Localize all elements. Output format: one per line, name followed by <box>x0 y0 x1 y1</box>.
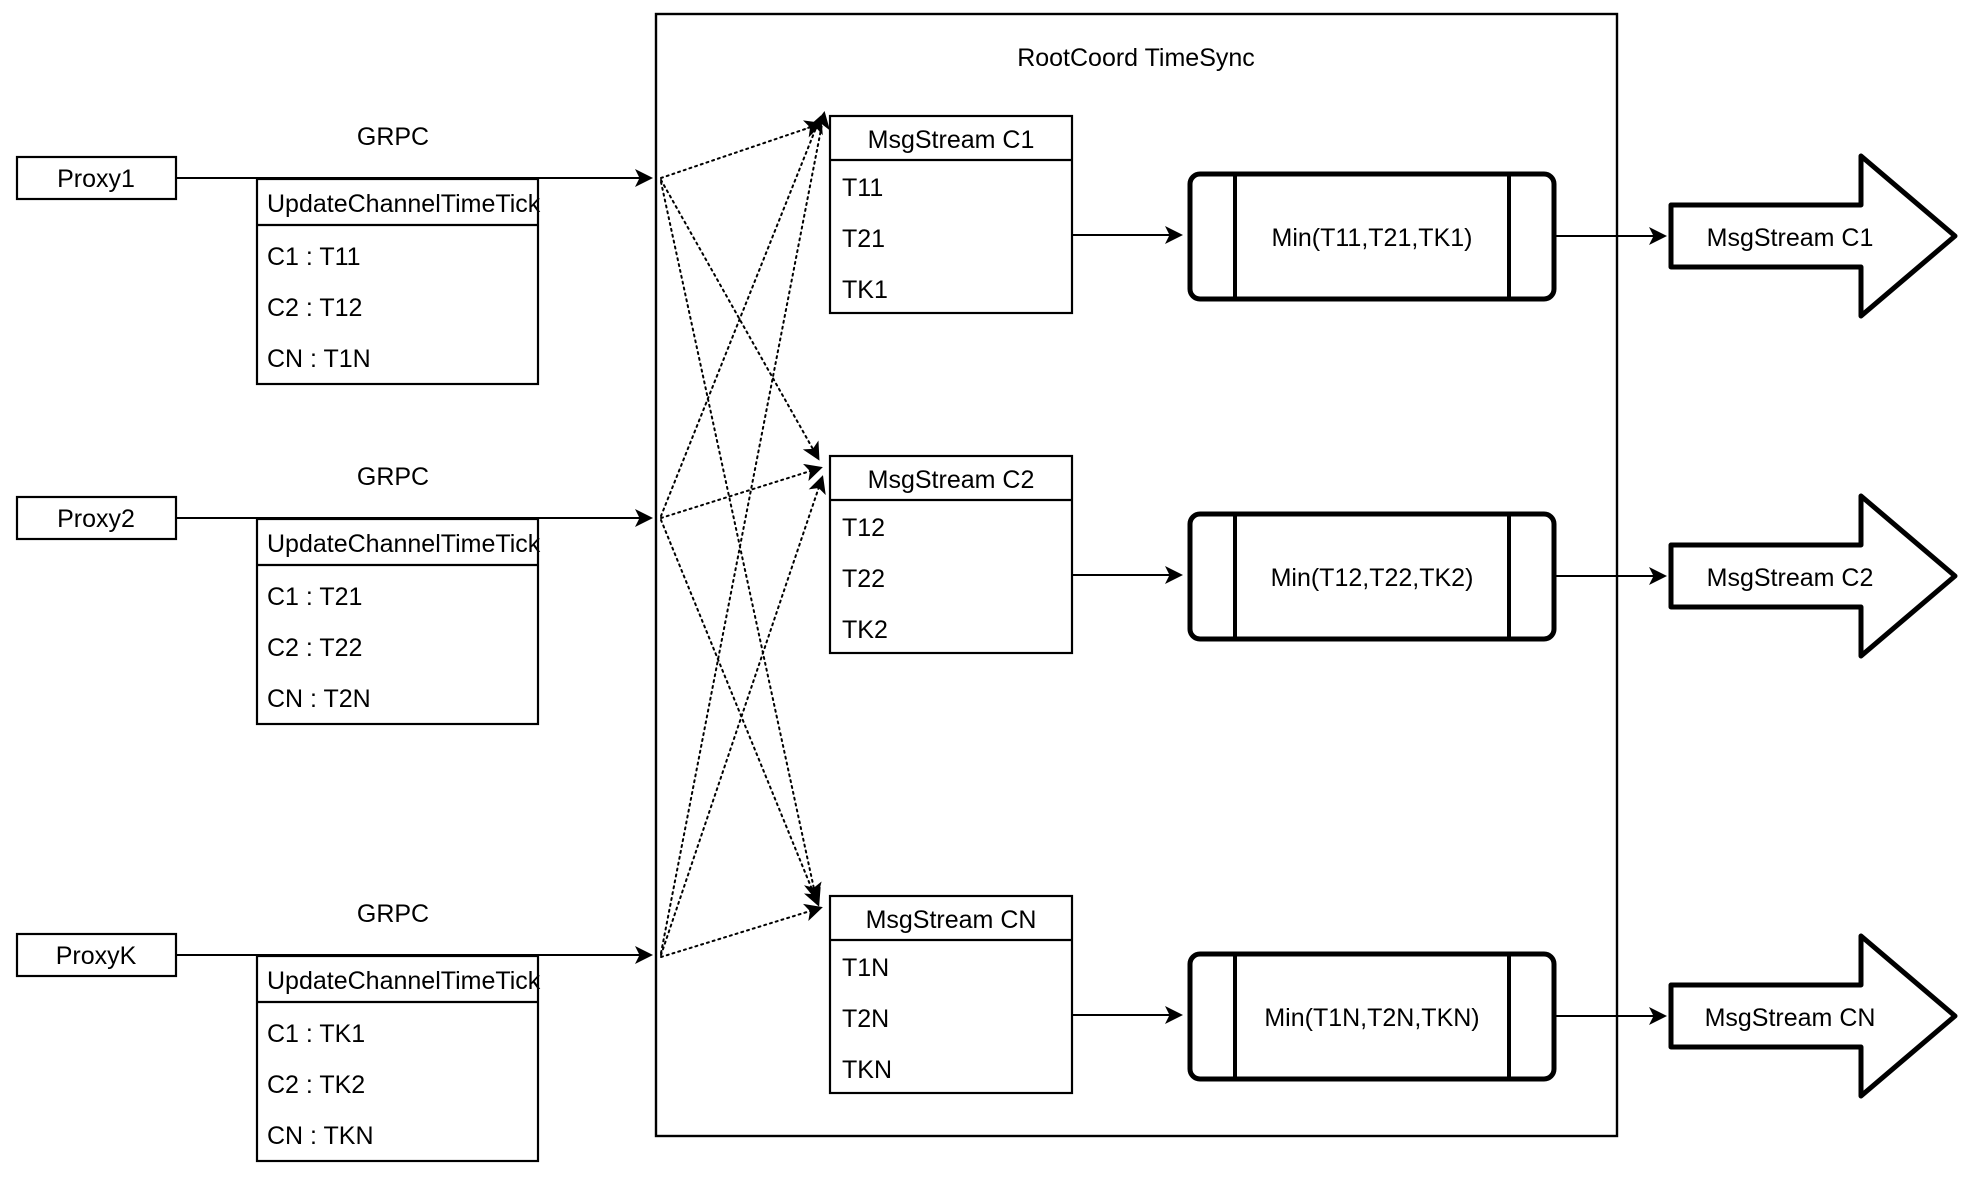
output-block-arrow-1 <box>1668 153 1958 319</box>
msgstream-table-1-row-0: T11 <box>842 174 883 202</box>
msgstream-table-3-row-1: T2N <box>842 1005 889 1033</box>
fanout-p1-to-c2 <box>660 179 820 461</box>
msgstream-table-1 <box>828 114 1074 315</box>
msgstream-table-3-title: MsgStream CN <box>866 906 1037 934</box>
grpc-label-2: GRPC <box>357 463 429 491</box>
msgstream-table-2-title: MsgStream C2 <box>868 466 1035 494</box>
msgstream-table-2-row-2: TK2 <box>842 616 888 644</box>
rpc-table-2-title: UpdateChannelTimeTick <box>267 530 541 558</box>
proxy-label-3: ProxyK <box>56 942 137 970</box>
rpc-table-3-title: UpdateChannelTimeTick <box>267 967 541 995</box>
rpc-table-3 <box>255 954 540 1163</box>
msgstream-table-3-row-0: T1N <box>842 954 889 982</box>
output-block-arrow-3 <box>1668 933 1958 1099</box>
proxy-label-2: Proxy2 <box>57 505 135 533</box>
fanout-p1-to-cn <box>660 181 822 901</box>
rpc-table-1 <box>255 177 540 386</box>
proxy-box-3[interactable] <box>15 932 178 978</box>
fanout-p2-to-c1 <box>660 115 823 517</box>
msgstream-table-3-row-2: TKN <box>842 1056 892 1084</box>
rpc-table-2-row-0: C1 : T21 <box>267 583 362 611</box>
msgstream-table-1-title: MsgStream C1 <box>868 126 1035 154</box>
rpc-table-1-row-0: C1 : T11 <box>267 243 361 271</box>
fanout-p2-to-cn <box>660 519 821 907</box>
rpc-table-1-title: UpdateChannelTimeTick <box>267 190 541 218</box>
msgstream-table-2-row-1: T22 <box>842 565 885 593</box>
grpc-label-3: GRPC <box>357 900 429 928</box>
fanout-pk-to-c2 <box>660 475 826 956</box>
msgstream-table-3 <box>828 894 1074 1095</box>
grpc-label-1: GRPC <box>357 123 429 151</box>
output-label-1: MsgStream C1 <box>1707 224 1874 252</box>
fanout-pk-to-c1 <box>660 111 830 954</box>
rpc-table-3-row-1: C2 : TK2 <box>267 1071 365 1099</box>
output-block-arrow-2 <box>1668 493 1958 659</box>
min-process-label-2: Min(T12,T22,TK2) <box>1271 564 1474 592</box>
rpc-table-2-row-1: C2 : T22 <box>267 634 362 662</box>
output-label-2: MsgStream C2 <box>1707 564 1874 592</box>
rpc-table-1-row-2: CN : T1N <box>267 345 371 373</box>
fanout-p2-to-c2 <box>660 463 823 519</box>
msgstream-table-1-row-2: TK1 <box>842 276 888 304</box>
container-title: RootCoord TimeSync <box>1017 44 1255 72</box>
min-process-label-3: Min(T1N,T2N,TKN) <box>1264 1004 1479 1032</box>
rpc-table-3-row-2: CN : TKN <box>267 1122 374 1150</box>
rpc-table-2-row-2: CN : T2N <box>267 685 371 713</box>
proxy-box-2[interactable] <box>15 495 178 541</box>
msgstream-table-2 <box>828 454 1074 655</box>
msgstream-table-1-row-1: T21 <box>842 225 885 253</box>
rpc-table-3-row-0: C1 : TK1 <box>267 1020 365 1048</box>
fanout-p1-to-c1 <box>660 120 823 179</box>
fanout-pk-to-cn <box>660 903 823 958</box>
proxy-label-1: Proxy1 <box>57 165 135 193</box>
proxy-box-1[interactable] <box>15 155 178 201</box>
rpc-table-2 <box>255 517 540 726</box>
output-label-3: MsgStream CN <box>1705 1004 1876 1032</box>
msgstream-table-2-row-0: T12 <box>842 514 885 542</box>
min-process-label-1: Min(T11,T21,TK1) <box>1272 224 1473 252</box>
rpc-table-1-row-1: C2 : T12 <box>267 294 362 322</box>
